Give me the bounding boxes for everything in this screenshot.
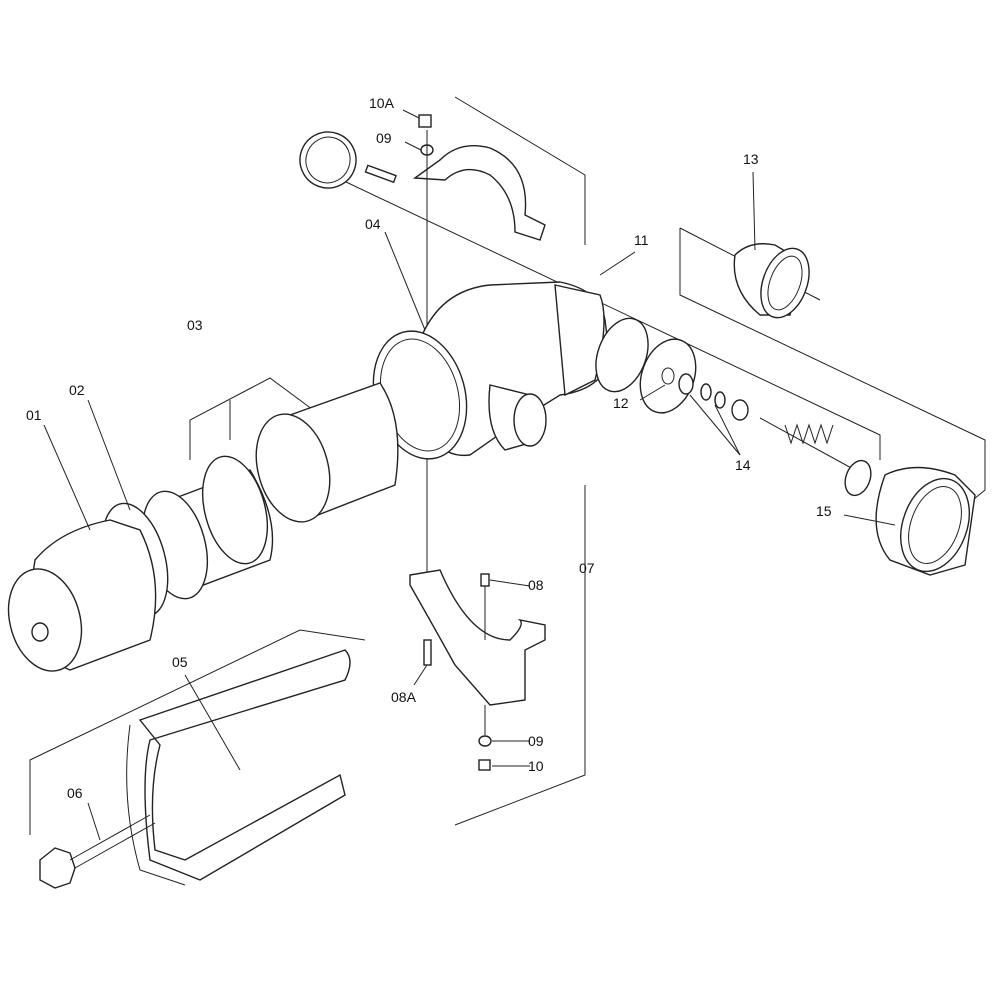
mounting-strap-05 <box>126 649 351 886</box>
valve-spring <box>759 417 872 497</box>
o-rings-14 <box>678 373 749 421</box>
callout-04: 04 <box>365 216 381 232</box>
filter-screen-03 <box>142 382 399 600</box>
pin <box>364 164 397 184</box>
callout-10: 10 <box>528 758 544 774</box>
callout-09-top: 09 <box>376 130 392 146</box>
end-cap-01 <box>7 519 157 672</box>
callout-03: 03 <box>187 317 203 333</box>
callout-12: 12 <box>613 395 629 411</box>
callout-13: 13 <box>743 151 759 167</box>
lower-clamp <box>409 569 546 771</box>
callout-14: 14 <box>735 457 751 473</box>
star-knob-06 <box>39 814 156 889</box>
callout-09-bottom: 09 <box>528 733 544 749</box>
callout-08: 08 <box>528 577 544 593</box>
seal-ring-hole <box>661 367 675 385</box>
leader-lines <box>43 109 896 841</box>
callout-07: 07 <box>579 560 595 576</box>
callout-15: 15 <box>816 503 832 519</box>
callout-05: 05 <box>172 654 188 670</box>
union-nut-15 <box>875 466 976 576</box>
callout-10a: 10A <box>369 95 394 111</box>
callout-06: 06 <box>67 785 83 801</box>
kit-outline-lines <box>29 96 986 835</box>
adapter-fitting-13 <box>733 243 810 319</box>
callout-01: 01 <box>26 407 42 423</box>
nut-10a <box>418 114 432 128</box>
callout-02: 02 <box>69 382 85 398</box>
upper-clamp <box>413 145 546 241</box>
callout-08a: 08A <box>391 689 416 705</box>
callout-11: 11 <box>634 232 649 248</box>
clamp-ring <box>299 131 357 189</box>
